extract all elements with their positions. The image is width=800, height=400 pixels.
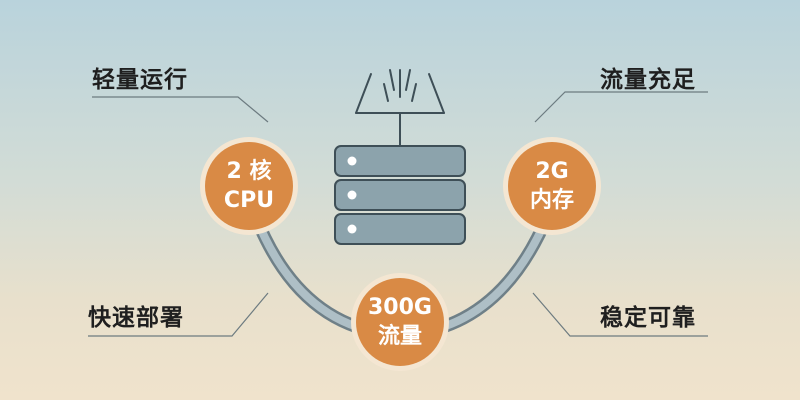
server-unit-top bbox=[334, 145, 466, 177]
traffic-circle-line2: 流量 bbox=[378, 323, 422, 349]
cpu-circle-line1: 2 核 bbox=[227, 158, 272, 184]
cpu-circle-line2: CPU bbox=[224, 188, 274, 213]
server-unit-middle bbox=[334, 179, 466, 211]
leader-line-top-right bbox=[534, 91, 708, 123]
server-stack-icon bbox=[334, 145, 466, 245]
antenna-signal-icon bbox=[355, 69, 445, 147]
cpu-circle: 2 核 CPU bbox=[200, 137, 298, 235]
memory-circle: 2G 内存 bbox=[503, 137, 601, 235]
memory-circle-line1: 2G bbox=[535, 159, 568, 184]
server-led-middle bbox=[347, 190, 357, 200]
leader-line-top-left bbox=[92, 96, 269, 123]
traffic-circle-line1: 300G bbox=[368, 295, 432, 320]
server-unit-bottom bbox=[334, 213, 466, 245]
feature-label-lightweight: 轻量运行 bbox=[92, 67, 188, 93]
feature-label-reliable: 稳定可靠 bbox=[600, 305, 696, 331]
feature-label-ample-traffic: 流量充足 bbox=[600, 67, 696, 93]
leader-line-bottom-left bbox=[88, 292, 269, 337]
memory-circle-line2: 内存 bbox=[530, 187, 574, 213]
leader-line-bottom-right bbox=[532, 292, 708, 337]
feature-label-fast-deploy: 快速部署 bbox=[88, 305, 184, 331]
server-led-bottom bbox=[347, 224, 357, 234]
traffic-circle: 300G 流量 bbox=[351, 273, 449, 371]
server-led-top bbox=[347, 156, 357, 166]
